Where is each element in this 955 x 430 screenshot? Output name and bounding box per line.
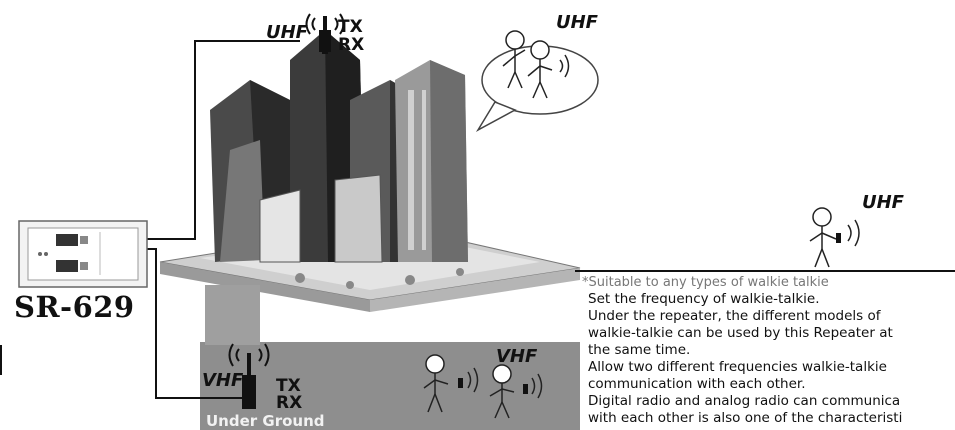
bottom-radio-icon — [228, 343, 270, 409]
divider-line — [575, 270, 955, 272]
device-model-title: SR-629 — [14, 290, 135, 324]
wire-top-horizontal — [194, 40, 300, 42]
building-far-left — [220, 140, 265, 262]
notes-line: Under the repeater, the different models… — [588, 308, 881, 324]
person-icon — [489, 364, 515, 419]
notes-line: Digital radio and analog radio can commu… — [588, 393, 901, 409]
person-icon — [502, 30, 526, 89]
underground-area — [200, 342, 580, 430]
top-antenna-icon — [305, 13, 345, 52]
repeater-device-icon — [18, 220, 148, 288]
person-icon — [423, 354, 449, 413]
notes-line: Allow two different frequencies walkie-t… — [588, 359, 887, 375]
cloud-band-label: UHF — [556, 12, 598, 33]
wire-top-vertical — [194, 40, 196, 240]
bottom-rx-label: RX — [276, 393, 303, 413]
underground-shaft — [205, 285, 260, 345]
wire-bottom-vertical — [155, 248, 157, 398]
notes-panel: *Suitable to any types of walkie talkie … — [582, 274, 955, 427]
underground-people — [423, 354, 543, 419]
wire-bottom-horizontal — [155, 397, 250, 399]
notes-line: Set the frequency of walkie-talkie. — [588, 291, 820, 307]
bottom-band-label: VHF — [202, 370, 244, 391]
bottom-tx-label: TX — [276, 376, 301, 396]
top-rx-label: RX — [338, 35, 365, 55]
edge-mark — [0, 345, 2, 375]
top-band-label: UHF — [266, 22, 308, 43]
person-icon — [527, 40, 553, 99]
right-person-icon — [809, 207, 860, 268]
underground-label: Under Ground — [206, 412, 325, 430]
notes-line: communication with each other. — [588, 376, 806, 392]
notes-heading: *Suitable to any types of walkie talkie — [582, 275, 829, 290]
notes-line: the same time. — [588, 342, 691, 358]
underground-people-band-label: VHF — [496, 346, 538, 367]
right-band-label: UHF — [862, 192, 904, 213]
wire-bottom-link — [146, 248, 156, 250]
wire-top-link — [146, 238, 196, 240]
notes-line: walkie-talkie can be used by this Repeat… — [588, 325, 893, 341]
top-tx-label: TX — [338, 17, 363, 37]
city-illustration — [159, 30, 581, 345]
building-small — [334, 174, 383, 263]
notes-line: with each other is also one of the chara… — [588, 410, 903, 426]
speech-cloud — [475, 30, 599, 132]
